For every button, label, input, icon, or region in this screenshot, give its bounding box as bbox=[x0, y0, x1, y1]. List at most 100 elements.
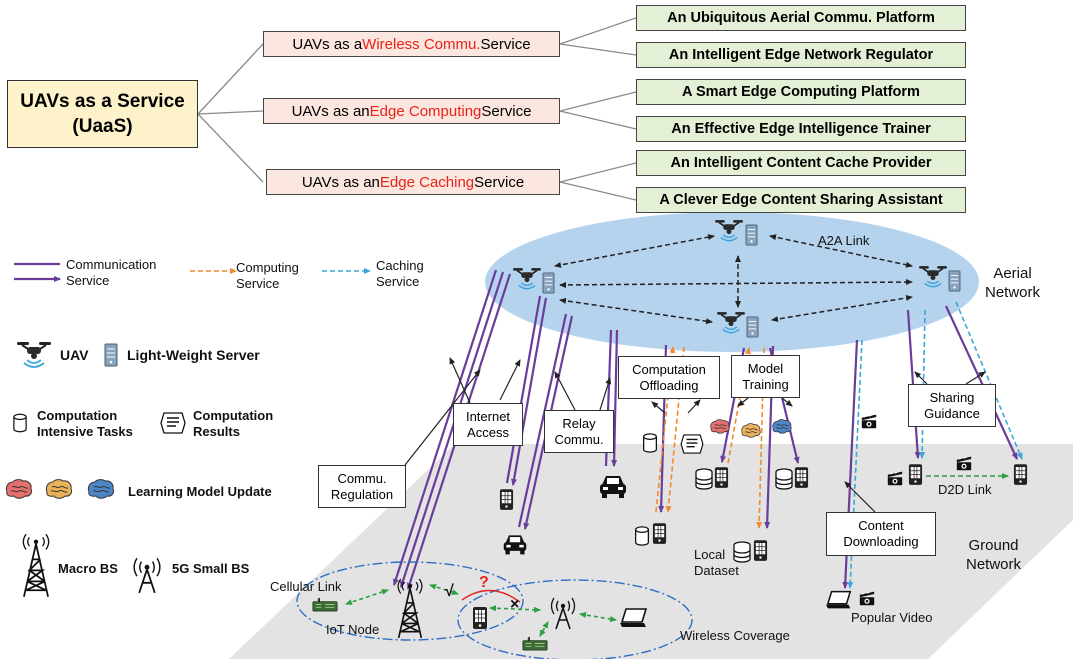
result-icon bbox=[680, 434, 704, 454]
legend-server-icon bbox=[104, 343, 118, 367]
legend-small-bs-label: 5G Small BS bbox=[172, 561, 250, 576]
label-line: Computation bbox=[632, 361, 706, 377]
root-abbrev: (UaaS) bbox=[72, 116, 133, 137]
a2a-links bbox=[554, 234, 913, 325]
check-mark: √ bbox=[445, 583, 454, 600]
legend-lines bbox=[14, 262, 371, 282]
label-pointers bbox=[404, 357, 986, 513]
legend-uav-label: UAV bbox=[60, 347, 89, 363]
brain-icon bbox=[772, 419, 792, 434]
sharing-guidance-box: Sharing Guidance bbox=[908, 384, 996, 427]
label-line: Dataset bbox=[694, 563, 739, 578]
label-line: Content bbox=[858, 518, 904, 533]
a2a-link-label: A2A Link bbox=[818, 233, 870, 248]
legend-model-update-label: Learning Model Update bbox=[128, 484, 272, 499]
label-line: Internet bbox=[465, 408, 511, 424]
content-downloading-box: Content Downloading bbox=[826, 512, 936, 556]
d2d-link-label: D2D Link bbox=[938, 482, 992, 497]
label-line: Local bbox=[694, 547, 726, 562]
tree-connectors bbox=[197, 17, 637, 201]
legend-server-label: Light-Weight Server bbox=[127, 347, 260, 363]
label-line: Relay bbox=[562, 415, 596, 431]
wireless-coverage-label: Wireless Coverage bbox=[680, 628, 790, 643]
legend-result-icon bbox=[160, 412, 186, 434]
label-line: Training bbox=[742, 376, 789, 392]
brain-icon bbox=[741, 423, 761, 438]
mid-text: Service bbox=[481, 102, 532, 120]
phone-icon bbox=[472, 606, 488, 630]
mid-text: Service bbox=[480, 35, 531, 53]
dataset-icon bbox=[775, 468, 793, 490]
legend-text: Results bbox=[193, 424, 240, 439]
mid-box-caching: UAVs as an Edge Caching Service bbox=[266, 169, 560, 195]
iot-node-label: IoT Node bbox=[326, 622, 380, 637]
legend-caching-label: Caching Service bbox=[376, 258, 424, 290]
label-line: Model bbox=[747, 360, 784, 376]
mid-box-wireless: UAVs as a Wireless Commu. Service bbox=[263, 31, 560, 57]
popular-video-label: Popular Video bbox=[851, 610, 933, 625]
leaf-box: An Intelligent Content Cache Provider bbox=[636, 150, 966, 176]
legend-text: Service bbox=[66, 273, 110, 288]
legend-task-icon bbox=[13, 413, 27, 433]
ground-network-label: Ground Network bbox=[966, 536, 1021, 574]
label-line: Access bbox=[467, 424, 509, 440]
phone-icon bbox=[908, 463, 923, 486]
label-line: Sharing bbox=[929, 389, 975, 405]
legend-text: Computation bbox=[37, 408, 118, 423]
ground-plane bbox=[229, 444, 1073, 659]
label-line: Commu. bbox=[337, 470, 387, 486]
legend-text: Service bbox=[236, 276, 280, 291]
model-training-box: Model Training bbox=[731, 355, 800, 398]
commu-regulation-box: Commu. Regulation bbox=[318, 465, 406, 508]
label-line: Network bbox=[985, 284, 1041, 301]
legend-uav-icon bbox=[16, 341, 52, 368]
label-line: Commu. bbox=[554, 431, 604, 447]
phone-icon bbox=[1013, 463, 1028, 486]
legend-text: Computing bbox=[236, 260, 299, 275]
mid-box-computing: UAVs as an Edge Computing Service bbox=[263, 98, 560, 124]
phone-icon bbox=[714, 466, 729, 489]
phone-icon bbox=[652, 522, 667, 545]
cross-mark: × bbox=[510, 596, 520, 613]
camera-icon bbox=[861, 414, 877, 429]
label-line: Aerial bbox=[993, 265, 1032, 282]
internet-access-box: Internet Access bbox=[453, 403, 523, 446]
legend-tasks-label: Computation Intensive Tasks bbox=[37, 408, 133, 440]
mid-highlight: Edge Caching bbox=[379, 173, 475, 191]
aerial-network-label: Aerial Network bbox=[985, 264, 1040, 302]
legend-text: Communication bbox=[66, 257, 157, 272]
uaas-root-box: UAVs as a Service (UaaS) bbox=[7, 80, 198, 148]
handover-arc bbox=[461, 589, 521, 603]
label-line: Offloading bbox=[639, 377, 699, 393]
computation-offloading-box: Computation Offloading bbox=[618, 356, 720, 399]
legend-brain-blue-icon bbox=[87, 479, 115, 499]
legend-communication-label: Communication Service bbox=[66, 257, 156, 289]
local-dataset-label: Local Dataset bbox=[694, 547, 739, 579]
legend-small-bs-icon bbox=[133, 557, 161, 594]
legend-macro-bs-icon bbox=[22, 533, 50, 598]
label-line: Network bbox=[966, 556, 1022, 573]
label-line: Downloading bbox=[843, 534, 919, 549]
legend-results-label: Computation Results bbox=[193, 408, 273, 440]
mid-highlight: Wireless Commu. bbox=[362, 35, 481, 53]
leaf-box: An Effective Edge Intelligence Trainer bbox=[636, 116, 966, 142]
legend-brain-red-icon bbox=[5, 479, 33, 499]
leaf-box: An Ubiquitous Aerial Commu. Platform bbox=[636, 5, 966, 31]
mid-text: UAVs as an bbox=[301, 173, 380, 191]
legend-text: Intensive Tasks bbox=[37, 424, 133, 439]
brain-icon bbox=[710, 419, 730, 434]
handover-question-mark: ? bbox=[479, 574, 489, 591]
mid-text: UAVs as an bbox=[291, 102, 370, 120]
relay-commu-box: Relay Commu. bbox=[544, 410, 614, 453]
phone-icon bbox=[753, 539, 768, 562]
legend-computing-label: Computing Service bbox=[236, 260, 299, 292]
leaf-box: An Intelligent Edge Network Regulator bbox=[636, 42, 966, 68]
cellular-link-label: Cellular Link bbox=[270, 579, 342, 594]
legend-text: Service bbox=[376, 274, 420, 289]
legend-text: Caching bbox=[376, 258, 424, 273]
task-cylinder-icon bbox=[642, 433, 658, 453]
legend-brain-yellow-icon bbox=[45, 479, 73, 499]
phone-icon bbox=[794, 466, 809, 489]
mid-text: UAVs as a bbox=[292, 35, 363, 53]
task-cylinder-icon bbox=[634, 526, 650, 546]
